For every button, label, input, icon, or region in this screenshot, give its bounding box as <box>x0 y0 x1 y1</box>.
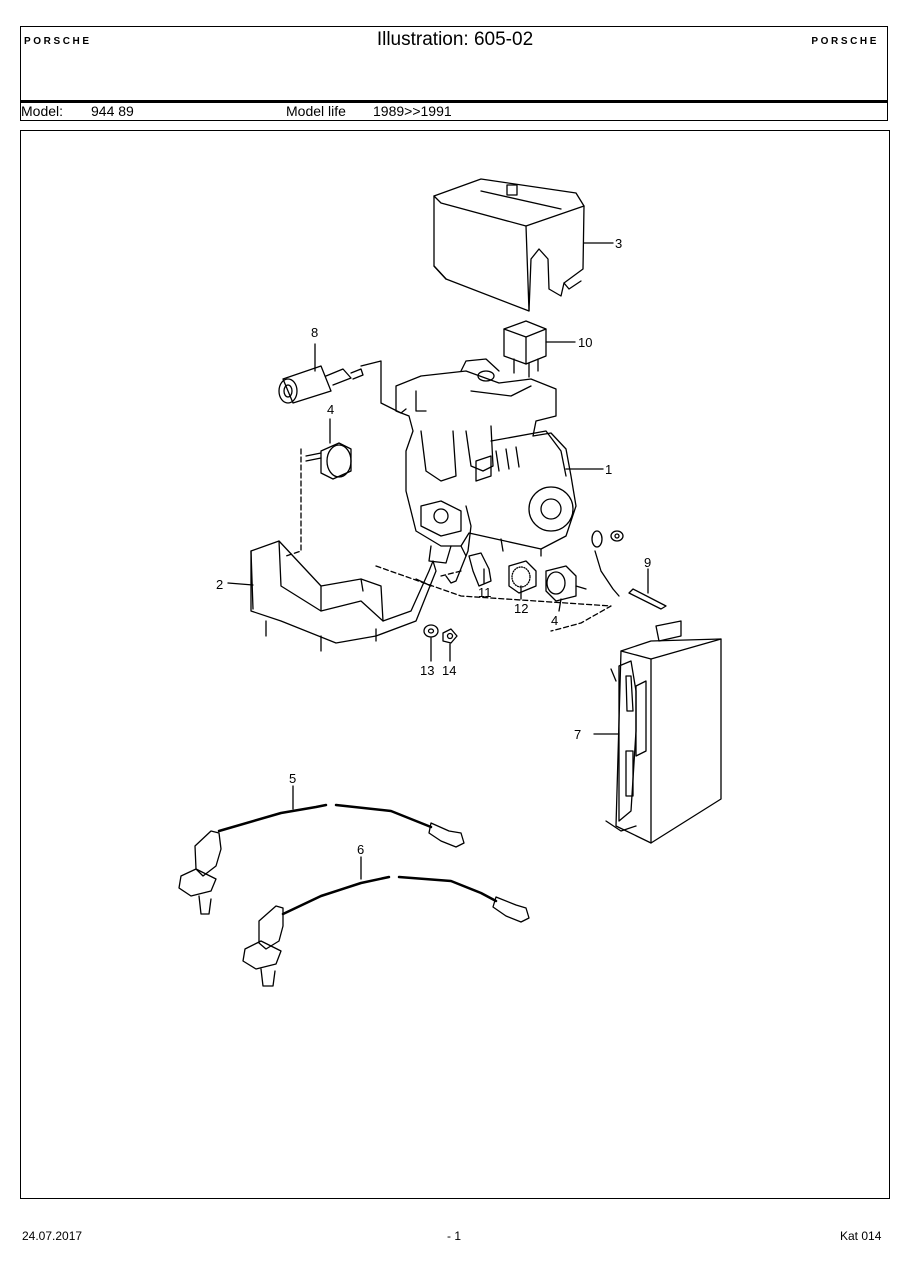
model-row: Model: 944 89 Model life 1989>>1991 <box>21 103 887 120</box>
callout-11: 11 <box>478 585 492 600</box>
footer-page-number: - 1 <box>447 1229 462 1243</box>
valve-part-drawing <box>278 360 407 414</box>
callout-12: 12 <box>514 601 528 616</box>
relay-part-drawing <box>503 320 547 378</box>
callout-6: 6 <box>357 842 364 857</box>
cover-part-drawing <box>433 178 585 312</box>
ground-wire-drawing <box>591 530 667 610</box>
callout-14: 14 <box>442 663 456 678</box>
callout-8: 8 <box>311 325 318 340</box>
callout-labels: 3 10 8 4 1 2 11 12 4 9 13 14 7 5 6 <box>216 236 651 857</box>
page-title: Illustration: 605-02 <box>376 29 534 50</box>
model-value: 944 89 <box>91 103 134 119</box>
callout-4-top: 4 <box>327 402 334 417</box>
callout-4-bottom: 4 <box>551 613 558 628</box>
model-life-label: Model life <box>286 103 346 119</box>
wheel-sensor-6-drawing <box>242 875 530 987</box>
bracket-drawing <box>250 540 612 652</box>
sensor-row-drawing <box>440 545 587 602</box>
leader-lines <box>227 242 649 880</box>
callout-10: 10 <box>578 335 592 350</box>
control-unit-drawing <box>605 620 722 844</box>
header-box: PORSCHE Illustration: 605-02 PORSCHE Mod… <box>20 26 888 121</box>
washer-nut-drawing <box>423 624 458 644</box>
callout-5: 5 <box>289 771 296 786</box>
porsche-logo-right: PORSCHE <box>811 36 879 47</box>
callout-3: 3 <box>615 236 622 251</box>
wheel-sensor-5-drawing <box>178 803 465 915</box>
illustration-panel: 3 10 8 4 1 2 11 12 4 9 13 14 7 5 6 <box>20 130 890 1199</box>
exploded-parts-diagram: 3 10 8 4 1 2 11 12 4 9 13 14 7 5 6 <box>178 178 722 987</box>
damper-cup-drawing <box>285 442 352 557</box>
callout-2: 2 <box>216 577 223 592</box>
callout-7: 7 <box>574 727 581 742</box>
model-life-value: 1989>>1991 <box>373 103 452 119</box>
callout-9: 9 <box>644 555 651 570</box>
callout-13: 13 <box>420 663 434 678</box>
model-label: Model: <box>21 103 64 119</box>
header-divider <box>21 100 887 103</box>
hydraulic-unit-drawing <box>395 358 577 584</box>
footer-catalog: Kat 014 <box>840 1229 882 1243</box>
callout-1: 1 <box>605 462 612 477</box>
footer-date: 24.07.2017 <box>22 1229 83 1243</box>
porsche-logo-left: PORSCHE <box>24 36 92 47</box>
